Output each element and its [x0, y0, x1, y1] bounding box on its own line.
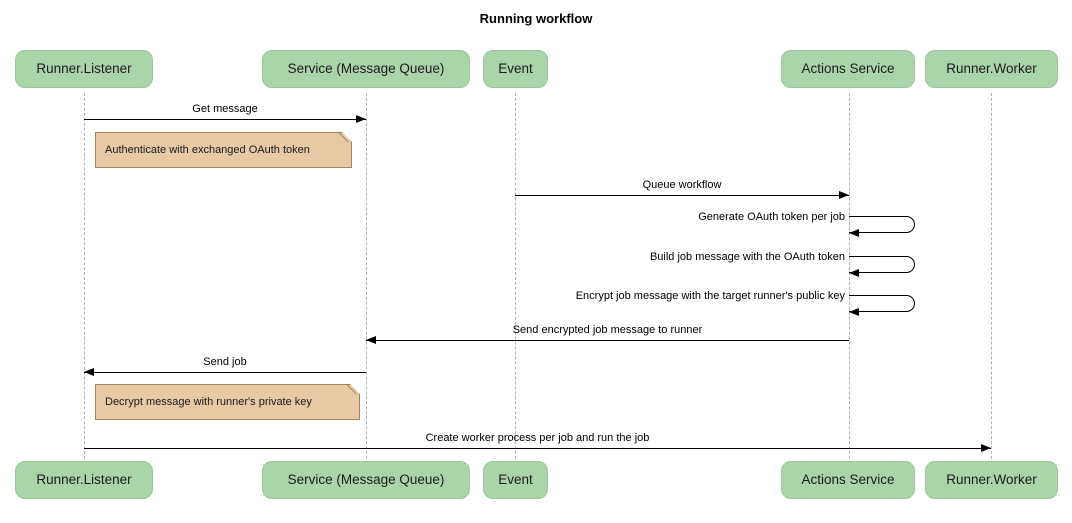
arrowhead-create-worker-process — [981, 443, 991, 452]
page-title: Running workflow — [479, 11, 593, 26]
message-label-create-worker-process: Create worker process per job and run th… — [425, 432, 650, 444]
self-message-loop-generate-oauth-token — [849, 216, 915, 233]
arrowhead-send-job — [84, 367, 94, 376]
message-label-send-encrypted-job-message: Send encrypted job message to runner — [512, 324, 703, 336]
participant-service-message-queue-top[interactable]: Service (Message Queue) — [262, 50, 470, 88]
self-message-label-encrypt-job-message: Encrypt job message with the target runn… — [575, 290, 845, 302]
self-message-label-build-job-message: Build job message with the OAuth token — [649, 251, 845, 263]
self-message-loop-build-job-message — [849, 256, 915, 273]
message-label-get-message: Get message — [192, 103, 258, 115]
arrowhead-get-message — [356, 114, 366, 123]
lifeline-service-message-queue — [366, 93, 367, 459]
self-message-label-generate-oauth-token: Generate OAuth token per job — [698, 211, 845, 223]
note-decrypt-label: Decrypt message with runner's private ke… — [105, 396, 312, 408]
participant-event-bottom[interactable]: Event — [483, 461, 548, 499]
arrowhead-build-job-message — [849, 268, 859, 277]
participant-service-message-queue-bottom[interactable]: Service (Message Queue) — [262, 461, 470, 499]
self-message-loop-encrypt-job-message — [849, 295, 915, 312]
lifeline-runner-listener — [84, 93, 85, 459]
participant-actions-service-top[interactable]: Actions Service — [781, 50, 915, 88]
message-line-get-message — [84, 119, 366, 120]
note-fold-edge-icon — [338, 132, 352, 146]
participant-runner-worker-bottom[interactable]: Runner.Worker — [925, 461, 1058, 499]
note-authenticate: Authenticate with exchanged OAuth token — [95, 132, 352, 168]
lifeline-runner-worker — [991, 93, 992, 459]
participant-runner-worker-top[interactable]: Runner.Worker — [925, 50, 1058, 88]
participant-runner-listener-top[interactable]: Runner.Listener — [15, 50, 153, 88]
arrowhead-queue-workflow — [839, 190, 849, 199]
message-line-send-job — [84, 372, 366, 373]
participant-event-top[interactable]: Event — [483, 50, 548, 88]
note-authenticate-label: Authenticate with exchanged OAuth token — [105, 144, 310, 156]
note-fold-edge-icon — [346, 384, 360, 398]
participant-runner-listener-bottom[interactable]: Runner.Listener — [15, 461, 153, 499]
message-line-queue-workflow — [515, 195, 849, 196]
arrowhead-encrypt-job-message — [849, 307, 859, 316]
message-line-send-encrypted-job-message — [366, 340, 849, 341]
note-decrypt: Decrypt message with runner's private ke… — [95, 384, 360, 420]
arrowhead-send-encrypted-job-message — [366, 335, 376, 344]
participant-actions-service-bottom[interactable]: Actions Service — [781, 461, 915, 499]
lifeline-event — [515, 93, 516, 459]
message-label-queue-workflow: Queue workflow — [642, 179, 722, 191]
message-line-create-worker-process — [84, 448, 991, 449]
message-label-send-job: Send job — [203, 356, 247, 368]
arrowhead-generate-oauth-token — [849, 228, 859, 237]
